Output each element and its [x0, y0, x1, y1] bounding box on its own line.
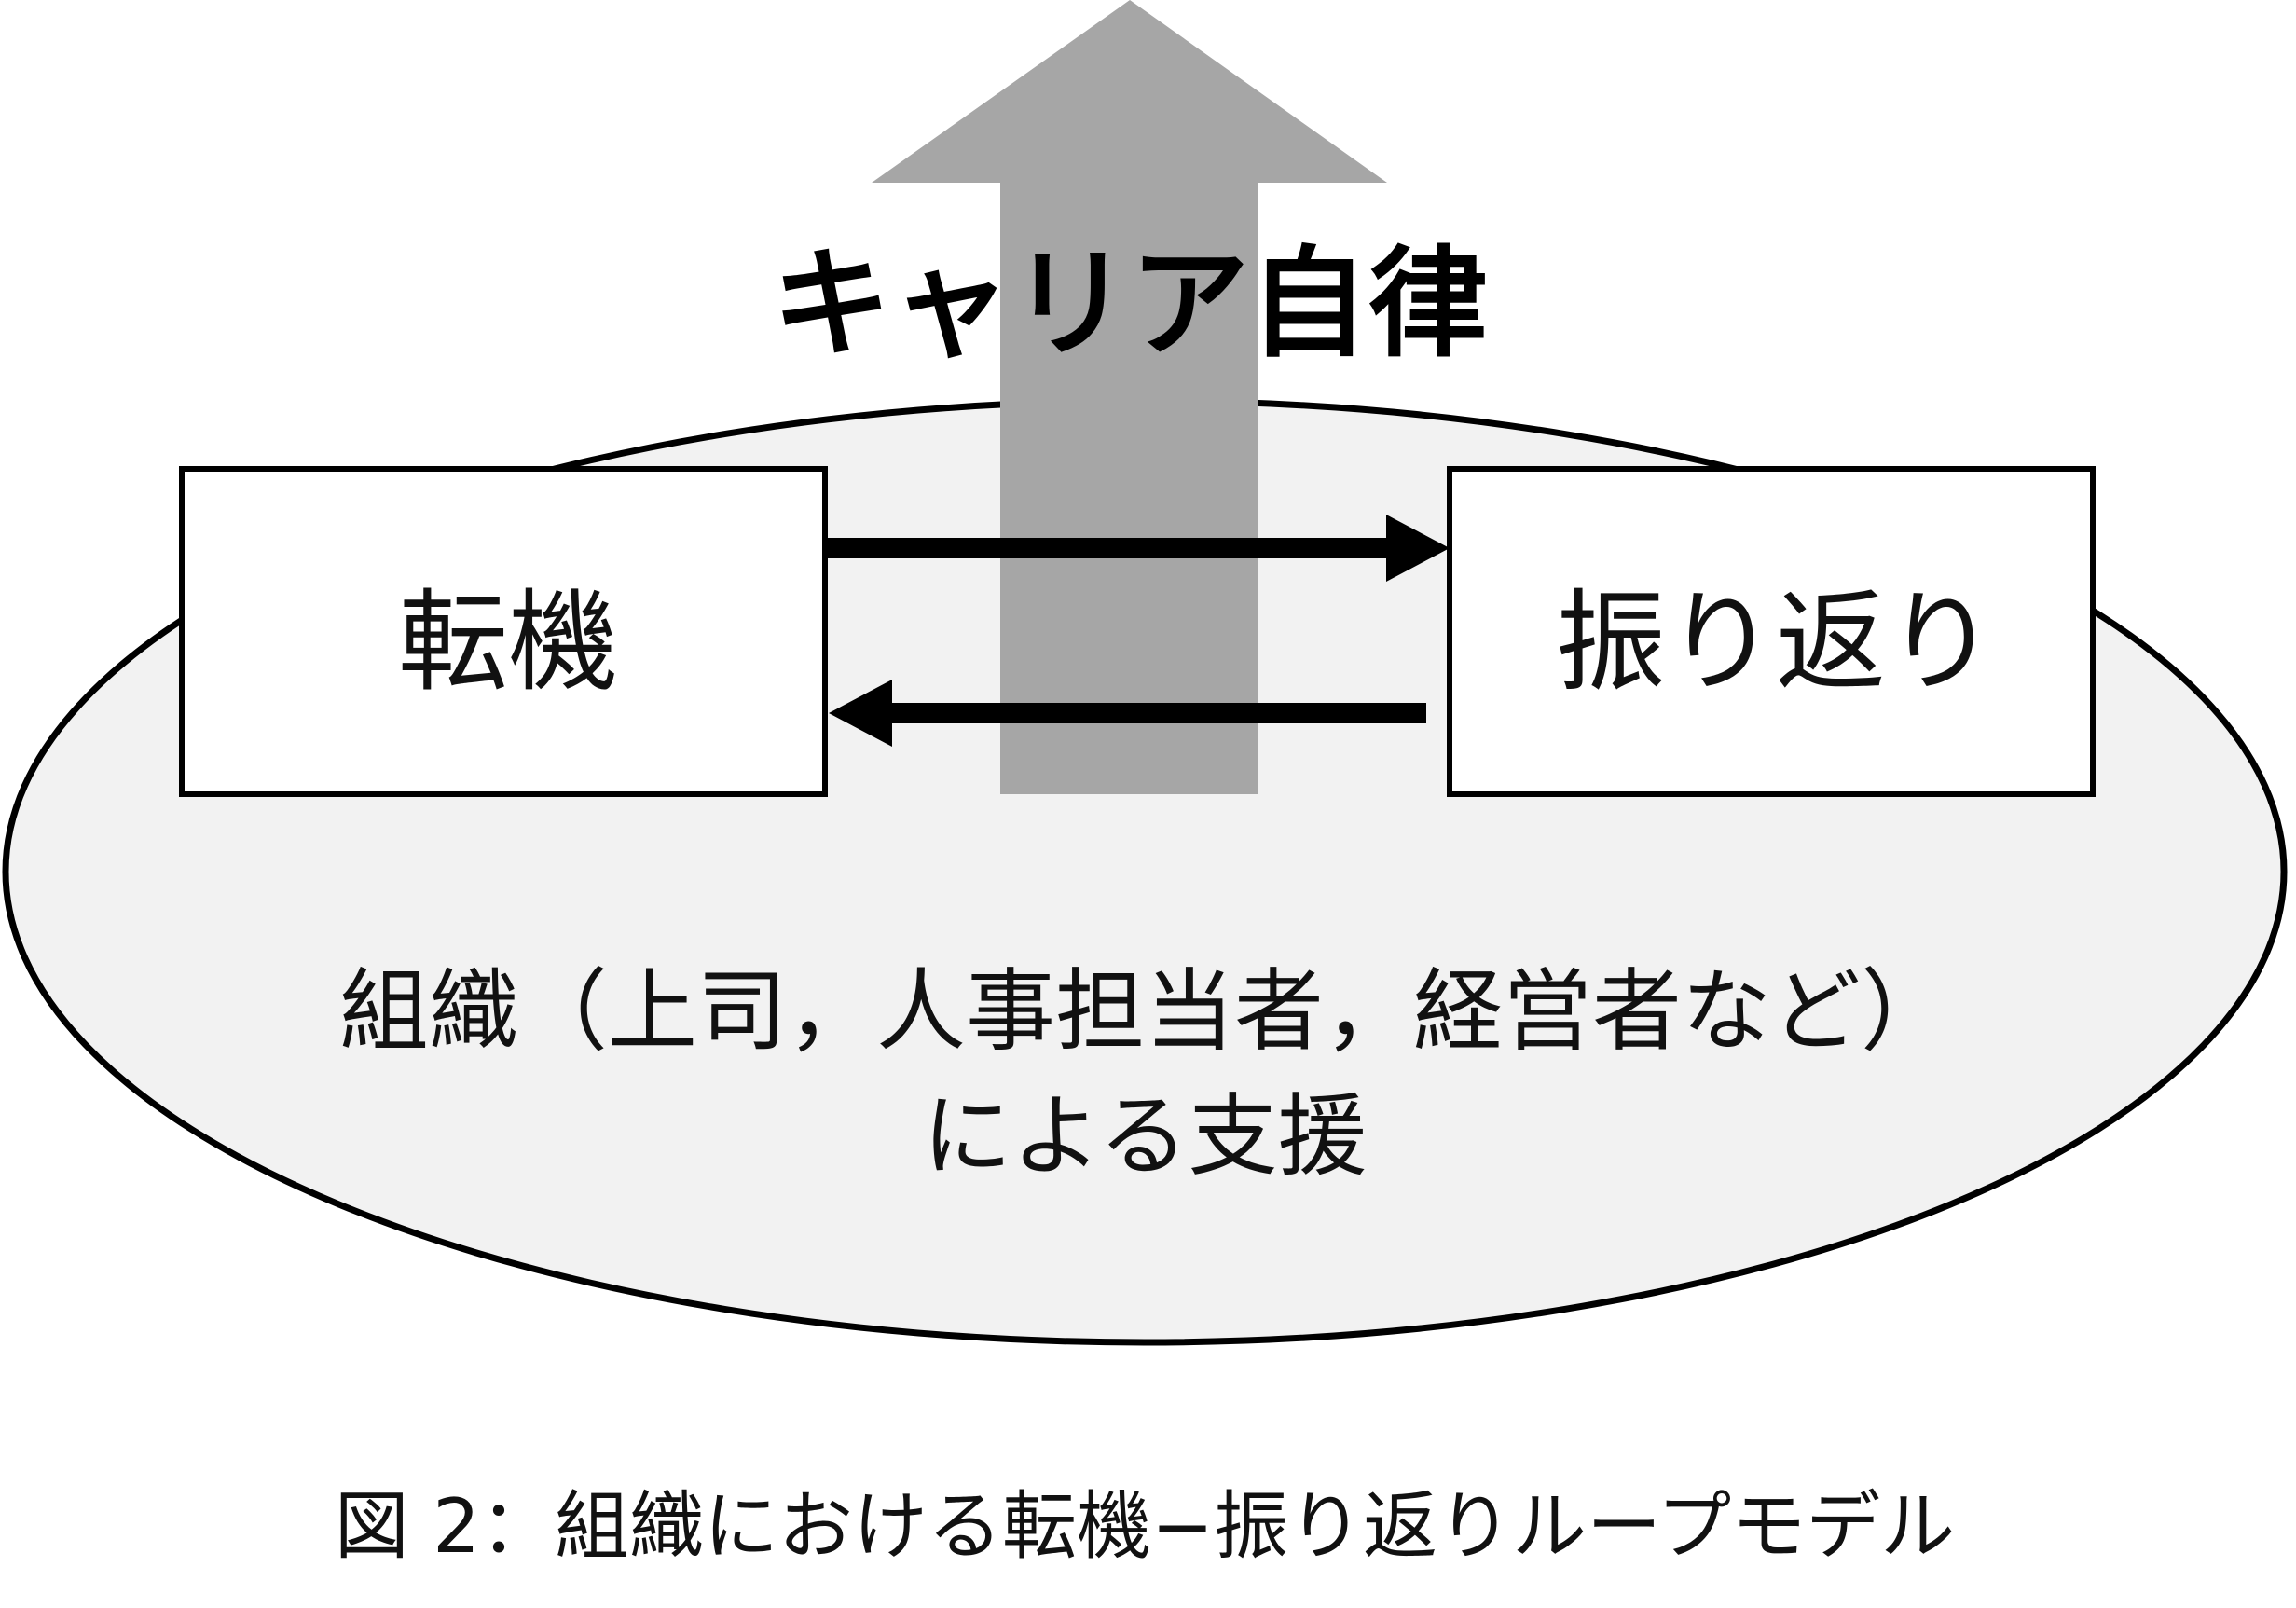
reflection-box	[1447, 466, 2096, 797]
figure-caption: 図 2：組織における転機−振り返りループモデル	[335, 1483, 1956, 1570]
turning-point-box	[179, 466, 828, 797]
forward-arrow	[825, 515, 1450, 582]
backward-arrow	[829, 680, 1426, 747]
reflection-label: 振り返り	[1556, 578, 1996, 707]
support-text-line1: 組織（上司，人事担当者，経営者など）	[339, 959, 1950, 1064]
career-autonomy-arrow	[872, 0, 1387, 794]
turning-point-label: 転機	[398, 578, 618, 707]
support-text-line2: による支援	[922, 1084, 1367, 1189]
career-autonomy-label: キャリア自律	[772, 235, 1488, 374]
